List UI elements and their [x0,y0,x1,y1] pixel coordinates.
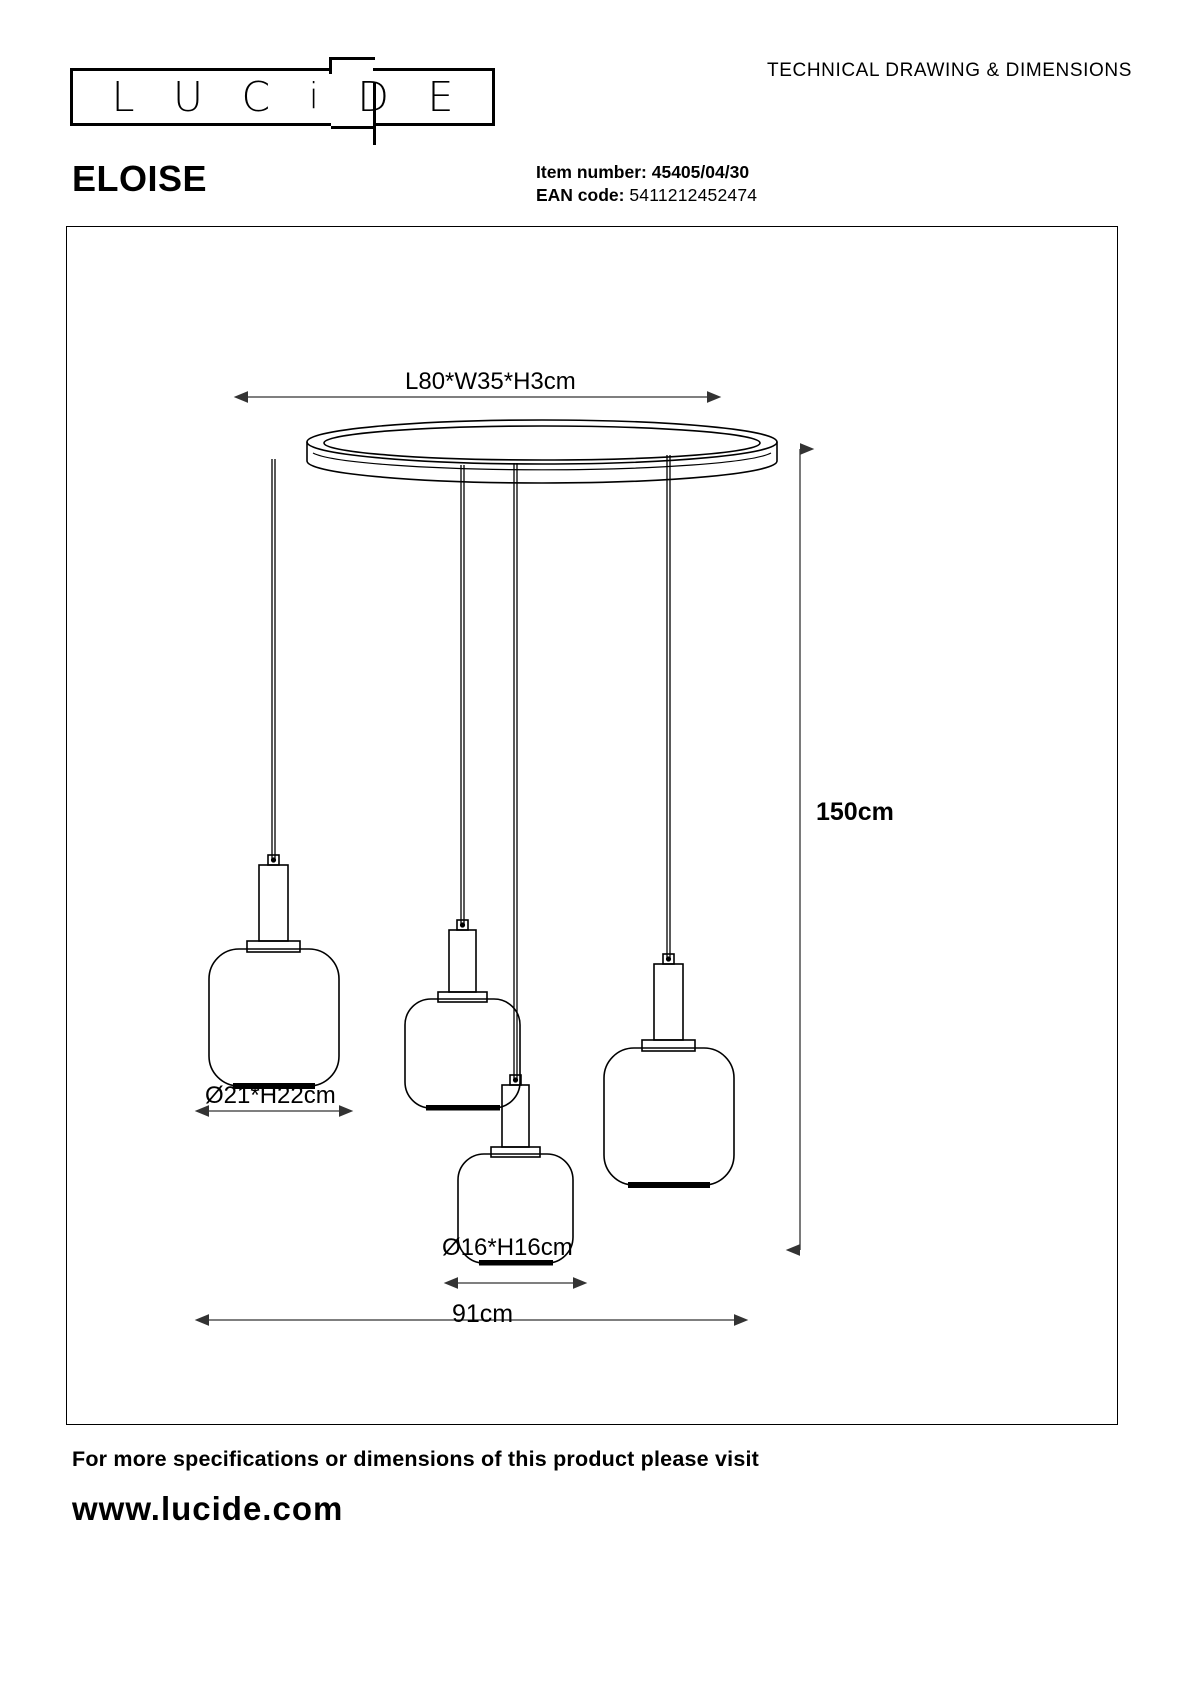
technical-illustration: L80*W35*H3cm 150cm Ø21*H22cm Ø16*H16cm 9… [67,227,1117,1424]
pendant-lamp-1 [208,459,340,1089]
page-title: ELOISE [72,158,208,199]
ean-code-row: EAN code: 5411212452474 [536,184,757,207]
ean-code-label: EAN code [536,185,619,205]
logo-letter-e: E [427,72,454,121]
lamp-drawing-svg [194,391,815,1326]
pendant-lamp-2 [404,465,521,1111]
logo-letter-l: L [111,72,135,121]
logo-divider-rule [373,83,376,145]
ean-code-separator: : [618,185,625,205]
logo-lettering: L U C i D E [73,71,492,123]
logo-letter-c: C [241,72,271,121]
item-number-row: Item number: 45405/04/30 [536,161,757,184]
total-width-label: 91cm [452,1300,514,1328]
drawing-frame: L80*W35*H3cm 150cm Ø21*H22cm Ø16*H16cm 9… [66,226,1118,1425]
logo-notch-top-rule [329,57,375,60]
logo-letter-i: i [308,76,319,117]
large-shade-label: Ø21*H22cm [205,1082,336,1109]
pendant-lamp-4 [603,455,735,1188]
logo-notch-gap [329,67,373,76]
canopy-plate [306,419,778,484]
small-shade-label: Ø16*H16cm [442,1234,573,1261]
logo-notch-riser [329,57,332,74]
footer-text: For more specifications or dimensions of… [72,1447,760,1471]
canopy-dimension-label: L80*W35*H3cm [405,368,576,395]
ean-code-value: 5411212452474 [629,185,758,205]
drop-height-label: 150cm [816,798,894,826]
logo-bottom-rule [331,126,373,129]
item-number-value: 45405/04/30 [651,162,750,182]
product-meta: Item number: 45405/04/30 EAN code: 54112… [536,161,757,207]
header-title: TECHNICAL DRAWING & DIMENSIONS [767,60,1132,81]
lucide-logo: L U C i D E [70,57,495,145]
item-number-label: Item number: [536,162,647,182]
logo-letter-u: U [172,72,203,121]
pendant-lamp-3 [457,463,574,1266]
footer-website[interactable]: www.lucide.com [72,1490,344,1527]
